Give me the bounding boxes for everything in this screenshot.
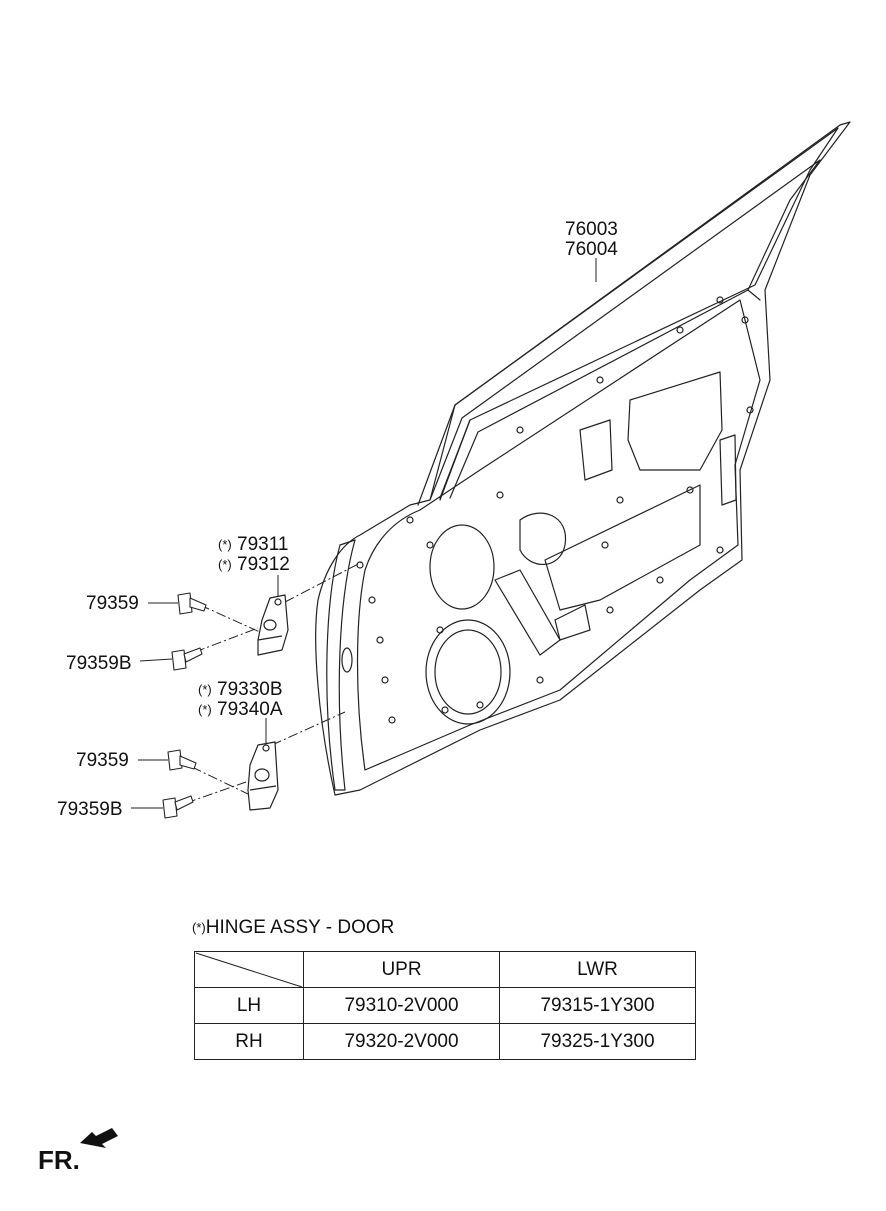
bolt-icon — [162, 795, 194, 819]
label-79359B-lower: 79359B — [57, 799, 123, 820]
table-cell-upr: 79320-2V000 — [303, 1023, 500, 1060]
asterisk-mark: (*) — [198, 702, 212, 717]
table-corner-cell — [194, 951, 304, 988]
table-row: RH 79320-2V000 79325-1Y300 — [194, 1023, 696, 1060]
table-cell-upr: 79310-2V000 — [303, 987, 500, 1024]
label-76003: 76003 — [565, 219, 618, 240]
bolt-icon — [177, 592, 207, 615]
table-row: LH 79310-2V000 79315-1Y300 — [194, 987, 696, 1024]
upper-speaker-hole — [429, 524, 495, 610]
label-79312: (*) 79312 — [218, 555, 290, 576]
panel-holes — [356, 296, 754, 724]
access-opening-lower — [544, 484, 701, 611]
door-hinge-flange — [326, 539, 356, 791]
table-cell-side: RH — [194, 1023, 304, 1060]
label-79359B-upper: 79359B — [66, 653, 132, 674]
door-shell-outline — [315, 121, 851, 796]
label-79330B: (*) 79330B — [198, 680, 283, 701]
lower-speaker-hole — [425, 619, 511, 725]
front-direction-label: FR. — [38, 1145, 80, 1175]
lower-hinge — [247, 741, 279, 811]
bolt-icon — [171, 647, 203, 671]
window-frame — [417, 127, 839, 506]
hinge-assy-table: UPR LWR LH 79310-2V000 79315-1Y300 RH 79… — [194, 951, 696, 1060]
label-79311: (*) 79311 — [218, 535, 288, 556]
table-header-lwr: LWR — [499, 951, 696, 988]
label-79340A: (*) 79340A — [198, 700, 283, 721]
part-number: 79312 — [237, 554, 290, 575]
table-header-upr: UPR — [303, 951, 500, 988]
window-frame-inner — [429, 159, 821, 501]
access-opening-upper — [627, 371, 723, 471]
label-76004: 76004 — [565, 239, 618, 260]
upper-hinge — [257, 594, 289, 656]
bolt-icon — [167, 749, 197, 771]
asterisk-mark: (*) — [192, 920, 206, 935]
legend-title: (*)HINGE ASSY - DOOR — [192, 918, 394, 939]
asterisk-mark: (*) — [198, 682, 212, 697]
legend-title-text: HINGE ASSY - DOOR — [205, 917, 395, 938]
part-number: 79311 — [237, 534, 289, 555]
label-79359-upper: 79359 — [86, 593, 139, 614]
asterisk-mark: (*) — [218, 557, 232, 572]
front-direction-arrow-icon — [80, 1128, 118, 1148]
table-cell-lwr: 79315-1Y300 — [499, 987, 696, 1024]
table-cell-lwr: 79325-1Y300 — [499, 1023, 696, 1060]
label-79359-lower: 79359 — [76, 750, 129, 771]
inner-panel — [356, 299, 761, 771]
part-number: 79330B — [217, 679, 283, 700]
part-number: 79340A — [217, 699, 283, 720]
table-cell-side: LH — [194, 987, 304, 1024]
table-header-row: UPR LWR — [194, 951, 696, 988]
asterisk-mark: (*) — [218, 537, 232, 552]
